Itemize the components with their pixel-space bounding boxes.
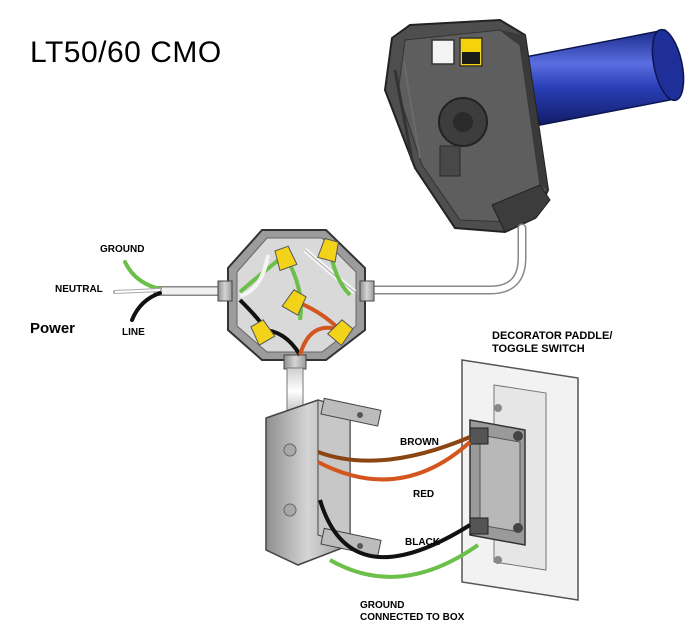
ground-wire-power <box>123 260 162 291</box>
junction-box <box>217 229 375 370</box>
black-wire <box>318 499 472 559</box>
label-red: RED <box>413 489 435 500</box>
terminal-screw <box>469 427 489 445</box>
ground-wire-box <box>329 543 480 579</box>
terminal-screw <box>469 517 489 535</box>
label-ground-box-line1: GROUND <box>360 600 405 611</box>
motor-connector-white <box>431 39 455 65</box>
line-wire <box>130 291 162 322</box>
red-wire <box>317 440 472 482</box>
label-switch-line1: DECORATOR PADDLE/ <box>492 330 613 342</box>
label-neutral: NEUTRAL <box>55 284 103 295</box>
brown-wire <box>317 435 471 463</box>
power-feed-wires <box>113 260 235 322</box>
label-switch-line2: TOGGLE SWITCH <box>492 343 585 355</box>
motor-head <box>383 18 551 234</box>
decorator-switch <box>461 359 579 601</box>
label-ground: GROUND <box>100 244 145 255</box>
tubular-motor <box>383 18 685 234</box>
label-ground-box-line2: CONNECTED TO BOX <box>360 612 465 623</box>
wire-nut <box>317 237 339 263</box>
wire-nut <box>281 289 307 316</box>
wire-nut <box>274 245 298 272</box>
switch-box <box>265 397 382 566</box>
wire-nut <box>250 319 276 346</box>
motor-tube <box>519 28 685 126</box>
motor-cable <box>367 223 527 295</box>
label-line: LINE <box>122 327 145 338</box>
diagram-title: LT50/60 CMO <box>30 36 222 69</box>
wire-nut <box>326 319 354 347</box>
label-black: BLACK <box>405 537 440 548</box>
label-brown: BROWN <box>400 437 439 448</box>
label-power: Power <box>30 320 76 337</box>
